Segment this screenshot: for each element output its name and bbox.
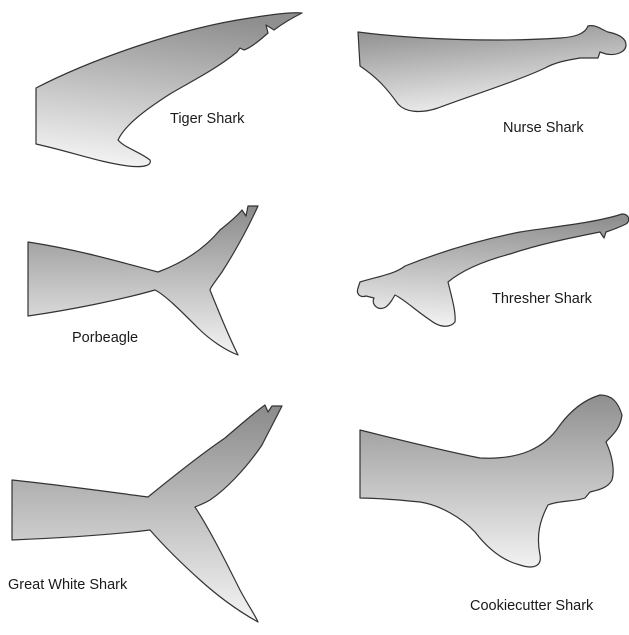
thresher-shark-label: Thresher Shark <box>492 291 593 307</box>
porbeagle-fin-shape <box>28 206 258 355</box>
porbeagle-label: Porbeagle <box>72 330 138 346</box>
thresher-shark-tail <box>357 214 628 326</box>
cookiecutter-shark-tail <box>360 395 622 567</box>
porbeagle-tail <box>28 206 258 355</box>
nurse-shark-fin-shape <box>358 26 626 112</box>
nurse-shark-tail <box>358 26 626 112</box>
cookiecutter-fin-shape <box>360 395 622 567</box>
tiger-shark-tail <box>36 13 302 167</box>
nurse-shark-label: Nurse Shark <box>503 120 584 136</box>
great-white-shark-label: Great White Shark <box>8 577 128 593</box>
tiger-shark-fin-shape <box>36 13 302 167</box>
cookiecutter-shark-label: Cookiecutter Shark <box>470 598 594 614</box>
tiger-shark-label: Tiger Shark <box>170 111 245 127</box>
thresher-shark-fin-shape <box>357 214 628 326</box>
